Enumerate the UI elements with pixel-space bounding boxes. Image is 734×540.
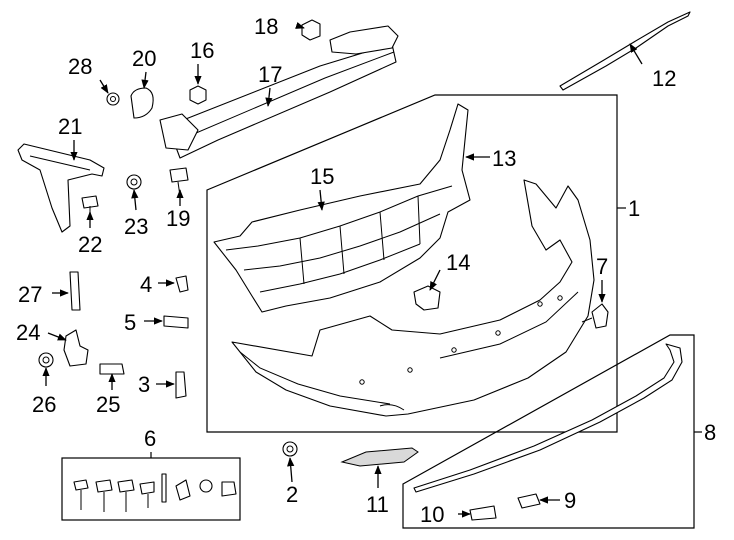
- part-14-bracket: [413, 285, 441, 311]
- part-12-upper-seal: [559, 11, 691, 91]
- part-13-energy-absorber: [213, 103, 471, 313]
- part-16-nut: [189, 85, 207, 105]
- callout-13: 13: [492, 146, 516, 171]
- callout-25: 25: [96, 392, 120, 417]
- callout-6: 6: [144, 426, 156, 451]
- part-17-impact-bar: [159, 25, 399, 159]
- callout-labels: 1 2 3 4 5 6 7 8 9 10 11 12 13 14 15 16 1…: [16, 14, 716, 527]
- part-2-nut: [282, 441, 298, 457]
- part-7-sensor-bracket: [581, 303, 609, 329]
- callout-4: 4: [140, 272, 152, 297]
- callout-5: 5: [124, 310, 136, 335]
- part-6-hardware-kit: [73, 473, 237, 512]
- part-25-screw: [99, 363, 125, 375]
- callout-24: 24: [16, 320, 40, 345]
- callout-11: 11: [366, 492, 389, 517]
- part-8-molding-strip: [413, 343, 683, 493]
- part-19-bolt: [169, 167, 189, 197]
- part-9-clip: [517, 493, 541, 509]
- part-20-tow-cover: [130, 87, 154, 119]
- part-10-clip: [469, 505, 497, 521]
- part-5-bolt: [163, 315, 189, 329]
- callout-22: 22: [78, 232, 102, 257]
- callout-18: 18: [254, 14, 278, 39]
- part-3-screw: [175, 371, 187, 399]
- part-21-side-bracket: [17, 143, 105, 233]
- callout-2: 2: [286, 482, 298, 507]
- part-24-bracket: [63, 329, 89, 367]
- callout-21: 21: [58, 114, 82, 139]
- callout-1: 1: [628, 196, 640, 221]
- part-23-nut: [126, 174, 142, 190]
- part-26-nut: [38, 352, 54, 368]
- callout-10: 10: [420, 502, 444, 527]
- callout-26: 26: [32, 392, 56, 417]
- part-27-retainer: [69, 271, 81, 311]
- callout-12: 12: [652, 66, 676, 91]
- part-1-bumper-cover: [231, 179, 595, 417]
- part-4-clip: [175, 275, 189, 293]
- callout-9: 9: [564, 488, 576, 513]
- bumper-assembly-box: [206, 94, 618, 433]
- callout-17: 17: [258, 62, 282, 87]
- callout-3: 3: [138, 372, 150, 397]
- part-28-nut: [106, 92, 120, 106]
- callout-23: 23: [124, 214, 148, 239]
- callout-16: 16: [190, 38, 214, 63]
- part-18-nut: [301, 19, 321, 41]
- part-11-reflector: [340, 447, 419, 467]
- callout-20: 20: [132, 46, 156, 71]
- callout-14: 14: [446, 250, 470, 275]
- callout-19: 19: [166, 206, 190, 231]
- part-22-screw: [81, 195, 99, 214]
- callout-15: 15: [310, 164, 334, 189]
- leader-lines: [42, 21, 643, 518]
- callout-27: 27: [18, 282, 42, 307]
- callout-8: 8: [704, 420, 716, 445]
- callout-28: 28: [68, 54, 92, 79]
- callout-7: 7: [596, 254, 608, 279]
